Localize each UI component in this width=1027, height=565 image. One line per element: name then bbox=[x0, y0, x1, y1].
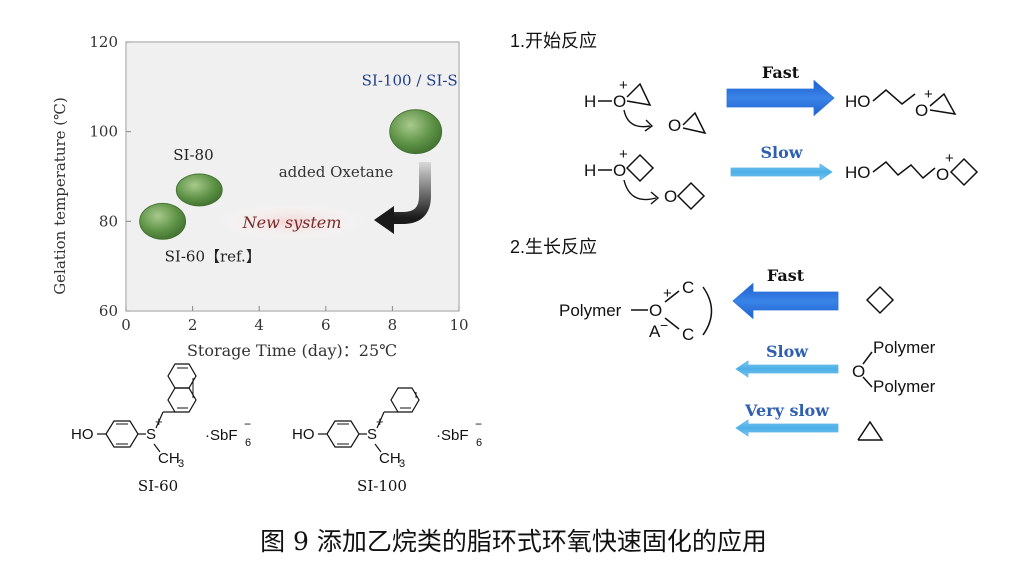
section2-title: 2.生长反应 bbox=[510, 237, 597, 257]
svg-text:HO: HO bbox=[845, 163, 871, 182]
curved-arrow-icon bbox=[374, 162, 431, 234]
reaction-arrow-label-4: Slow bbox=[766, 342, 809, 361]
reaction-arrow-label-5: Very slow bbox=[744, 401, 830, 420]
si100-counterion-sup: − bbox=[475, 417, 482, 431]
svg-text:O: O bbox=[613, 161, 626, 180]
svg-text:+: + bbox=[663, 285, 672, 302]
si60-name: SI-60 bbox=[138, 477, 178, 495]
reaction-arrow-label-3: Fast bbox=[767, 266, 805, 285]
reaction-arrow-3 bbox=[732, 282, 839, 320]
svg-text:H: H bbox=[584, 161, 596, 180]
row2-product: HO O + bbox=[845, 150, 979, 187]
si100-ch3: CH bbox=[379, 450, 401, 467]
svg-text:O: O bbox=[852, 362, 865, 381]
svg-text:−: − bbox=[660, 317, 668, 333]
si60-counterion-sup: − bbox=[244, 417, 251, 431]
y-tick-label: 80 bbox=[99, 212, 118, 230]
x-axis-label: Storage Time (day)：25℃ bbox=[187, 341, 397, 360]
figure-caption: 图 9 添加乙烷类的脂环式环氧快速固化的应用 bbox=[260, 527, 767, 556]
si100-ho: HO bbox=[292, 426, 315, 443]
x-tick-label: 2 bbox=[188, 316, 198, 334]
figure: 0 2 4 6 8 10 60 80 100 120 Storage Time (day)：25… bbox=[51, 31, 979, 495]
si100-structure: HO S + CH 3 ·SbF 6 − SI-100 bbox=[292, 387, 482, 495]
svg-text:O: O bbox=[664, 187, 677, 206]
x-tick-label: 0 bbox=[121, 316, 131, 334]
gelation-chart: 0 2 4 6 8 10 60 80 100 120 Storage Time (day)：25… bbox=[51, 33, 469, 360]
data-point-label: SI-80 bbox=[173, 146, 213, 164]
svg-text:O: O bbox=[915, 101, 928, 120]
svg-text:Polymer: Polymer bbox=[873, 377, 936, 396]
svg-text:A: A bbox=[649, 322, 661, 341]
added-oxetane-label: added Oxetane bbox=[279, 163, 394, 181]
svg-text:Polymer: Polymer bbox=[559, 301, 622, 320]
svg-text:+: + bbox=[619, 146, 628, 163]
x-tick-label: 4 bbox=[254, 316, 264, 334]
svg-text:HO: HO bbox=[845, 92, 871, 111]
row1-product: HO O + bbox=[845, 86, 957, 120]
new-system-glow bbox=[220, 204, 364, 240]
svg-text:+: + bbox=[924, 86, 933, 103]
svg-text:O: O bbox=[649, 301, 662, 320]
svg-text:Polymer: Polymer bbox=[873, 338, 936, 357]
svg-text:+: + bbox=[619, 77, 628, 94]
si60-ch3-sub: 3 bbox=[178, 458, 184, 470]
x-tick-label: 6 bbox=[321, 316, 331, 334]
row5-epoxide-icon bbox=[857, 420, 884, 441]
reaction-arrow-label-2: Slow bbox=[760, 143, 803, 162]
svg-text:H: H bbox=[584, 92, 596, 111]
y-tick-label: 60 bbox=[99, 302, 118, 320]
reaction-arrow-label-1: Fast bbox=[762, 63, 800, 82]
x-tick-label: 10 bbox=[449, 316, 468, 334]
svg-text:O: O bbox=[668, 116, 681, 135]
si100-s: S bbox=[367, 426, 377, 443]
si100-counterion: ·SbF bbox=[436, 427, 469, 444]
si100-name: SI-100 bbox=[357, 477, 407, 495]
si60-structure: HO S + CH 3 ·SbF 6 − SI-60 bbox=[71, 363, 251, 495]
si100-ch3-sub: 3 bbox=[399, 458, 405, 470]
reaction-arrow-1 bbox=[726, 79, 835, 117]
reaction-scheme: 1.开始反应 2.生长反应 H O + O HO O + H O + bbox=[510, 31, 979, 441]
y-tick-label: 100 bbox=[89, 123, 118, 141]
data-point-si-100-si-s bbox=[389, 109, 443, 155]
si60-counterion-sub: 6 bbox=[245, 437, 251, 449]
row3-oxetane-icon bbox=[865, 285, 895, 315]
svg-text:O: O bbox=[936, 165, 949, 184]
si60-ho: HO bbox=[71, 426, 94, 443]
reaction-arrow-5 bbox=[735, 419, 839, 437]
y-tick-label: 120 bbox=[89, 33, 118, 51]
data-point-si-80 bbox=[175, 173, 223, 207]
svg-text:C: C bbox=[682, 278, 694, 297]
si60-counterion: ·SbF bbox=[205, 427, 238, 444]
row2-reactants: H O + O bbox=[584, 146, 706, 211]
data-point-si-60-ref- bbox=[139, 202, 187, 240]
x-tick-label: 8 bbox=[388, 316, 398, 334]
svg-text:C: C bbox=[682, 325, 694, 344]
si60-s: S bbox=[146, 426, 156, 443]
data-point-label: SI-100 / SI-S bbox=[362, 72, 458, 90]
reaction-arrow-4 bbox=[735, 360, 839, 378]
y-axis-label: Gelation temperature (℃) bbox=[51, 97, 69, 295]
svg-text:O: O bbox=[613, 92, 626, 111]
data-point-label: SI-60【ref.】 bbox=[165, 247, 261, 265]
row3-polymer-oxonium: Polymer O + A − C C bbox=[559, 278, 713, 344]
svg-text:+: + bbox=[945, 150, 954, 167]
new-system-label: New system bbox=[242, 213, 342, 232]
section1-title: 1.开始反应 bbox=[510, 31, 597, 51]
reaction-arrow-2 bbox=[730, 163, 833, 181]
si100-counterion-sub: 6 bbox=[476, 437, 482, 449]
si60-ch3: CH bbox=[158, 450, 180, 467]
row4-polymer-ether: O Polymer Polymer bbox=[852, 338, 936, 396]
row1-reactants: H O + O bbox=[584, 77, 707, 135]
